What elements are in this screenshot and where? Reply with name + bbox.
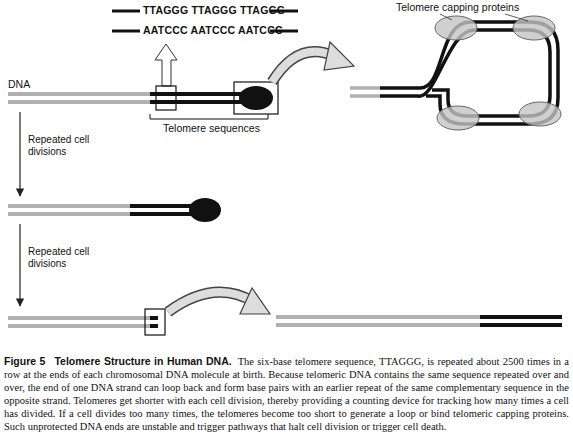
zoom-box	[156, 86, 176, 110]
step-label: Repeated cell divisions	[28, 134, 100, 157]
zoom-arrow	[155, 44, 177, 86]
dna-strand-short	[8, 318, 158, 326]
curved-arrow	[168, 288, 270, 314]
dna-strand-unprotected	[276, 317, 562, 325]
telomere-cap	[239, 86, 273, 110]
step-arrow	[19, 112, 20, 196]
dna-strand-full	[8, 94, 242, 102]
part-label: DNA	[8, 78, 30, 90]
caption-block: Figure 5 Telomere Structure in Human DNA.…	[4, 355, 569, 433]
figure-number: Figure 5	[4, 355, 45, 367]
zoom-box	[234, 82, 278, 114]
curved-arrow	[272, 42, 354, 82]
leader-line	[440, 14, 528, 21]
callout-label: Telomere capping proteins	[396, 1, 519, 13]
figure-title: Telomere Structure in Human DNA.	[54, 355, 231, 367]
callout-label: Telomere sequences	[163, 122, 260, 134]
step-label: Repeated cell divisions	[28, 246, 100, 269]
sequence-text: AATCCC AATCCC AATCCC	[143, 24, 283, 36]
capping-protein	[435, 16, 561, 130]
bracket	[150, 114, 268, 119]
sequence-text: TTAGGG TTAGGG TTAGGG	[143, 4, 285, 16]
step-arrow	[19, 224, 20, 306]
telomere-cap	[189, 198, 221, 222]
dna-strand-shorter	[8, 206, 192, 214]
zoom-box	[145, 309, 165, 335]
figure-caption: The six-base telomere sequence, TTAGGG, …	[4, 356, 569, 432]
